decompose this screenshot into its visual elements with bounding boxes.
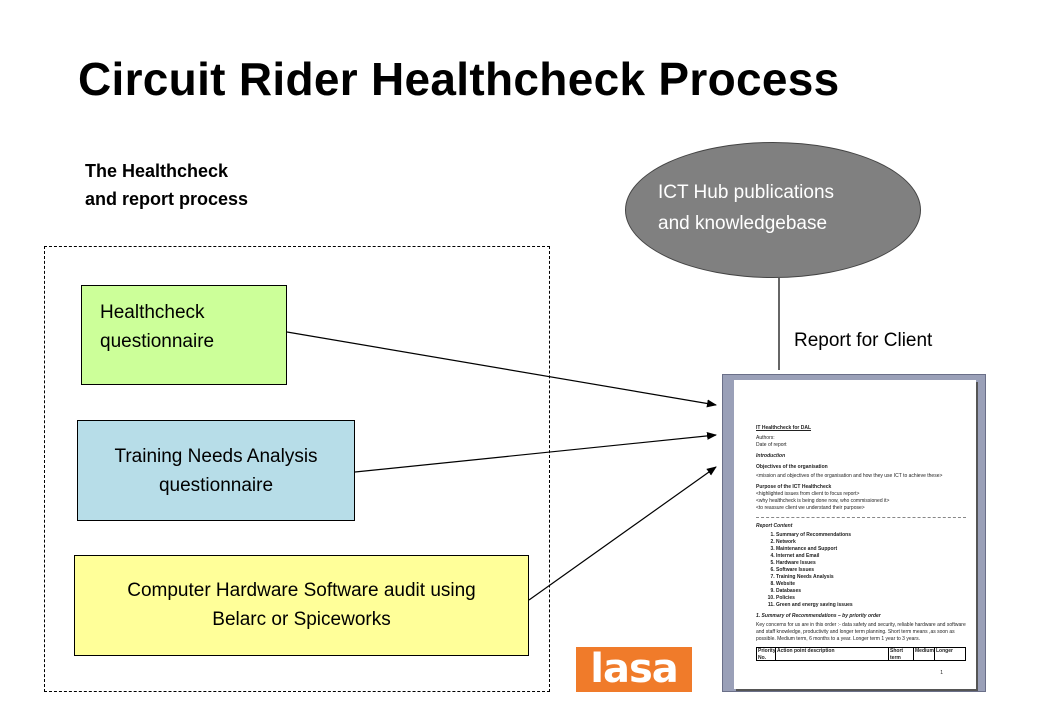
doc-summary-heading: 1. Summary of Recommendations – by prior… xyxy=(756,613,881,619)
arrow-tna-to-report xyxy=(354,431,717,473)
doc-content-item: Hardware Issues xyxy=(776,560,966,567)
doc-table-header: Short term xyxy=(889,648,914,661)
doc-purpose-3: <to reassure client we understand their … xyxy=(756,505,865,511)
doc-objectives-heading: Objectives of the organisation xyxy=(756,464,828,470)
doc-content-item: Website xyxy=(776,581,966,588)
doc-page-number: 1 xyxy=(940,670,943,676)
box-line-2: Belarc or Spiceworks xyxy=(212,609,391,630)
doc-content-item: Software Issues xyxy=(776,567,966,574)
doc-table-header: Priority No. xyxy=(758,648,776,661)
box-line-1: Healthcheck xyxy=(100,302,205,323)
doc-table-header: Medium xyxy=(914,648,935,660)
doc-table-header: Action point description xyxy=(776,648,889,660)
doc-summary-text: Key concerns for us are in this order :-… xyxy=(756,622,966,642)
training-needs-analysis-box: Training Needs Analysis questionnaire xyxy=(77,420,355,521)
hub-line-2: and knowledgebase xyxy=(658,213,828,234)
doc-meta-date: Date of report xyxy=(756,442,787,448)
doc-objectives-text: <mission and objectives of the organisat… xyxy=(756,473,943,479)
arrow-audit-to-report xyxy=(528,466,717,601)
doc-content-item: Internet and Email xyxy=(776,553,966,560)
doc-priority-table: Priority No. Action point description Sh… xyxy=(756,647,966,661)
doc-meta-authors: Authors: xyxy=(756,435,775,441)
doc-content-item: Databases xyxy=(776,588,966,595)
doc-purpose-heading: Purpose of the ICT Healthcheck xyxy=(756,484,832,490)
hardware-software-audit-box: Computer Hardware Software audit using B… xyxy=(74,555,529,656)
healthcheck-questionnaire-box: Healthcheck questionnaire xyxy=(81,285,287,385)
doc-content-item: Maintenance and Support xyxy=(776,546,966,553)
hub-line-1: ICT Hub publications xyxy=(658,182,835,203)
doc-divider xyxy=(756,517,966,518)
report-for-client-label: Report for Client xyxy=(794,330,933,351)
doc-content-item: Summary of Recommendations xyxy=(776,532,966,539)
doc-title: IT Healthcheck for DAL xyxy=(756,425,812,431)
arrow-healthcheck-to-report xyxy=(286,331,717,408)
doc-content-item: Network xyxy=(776,539,966,546)
report-document-thumbnail: IT Healthcheck for DAL Authors: Date of … xyxy=(722,374,986,692)
doc-content-item: Policies xyxy=(776,595,966,602)
doc-intro-heading: Introduction xyxy=(756,453,786,459)
healthcheck-group-boundary xyxy=(44,246,550,692)
doc-purpose-2: <why healthcheck is being done now, who … xyxy=(756,498,890,504)
box-line-1: Computer Hardware Software audit using xyxy=(127,580,476,601)
lasa-logo: lasa xyxy=(576,647,692,692)
subtitle-line-2: and report process xyxy=(85,189,249,209)
box-line-2: questionnaire xyxy=(158,475,274,496)
subtitle-line-1: The Healthcheck xyxy=(85,161,229,181)
box-line-2: questionnaire xyxy=(100,331,215,352)
box-line-1: Training Needs Analysis xyxy=(114,446,318,467)
doc-content-item: Green and energy saving issues xyxy=(776,602,966,609)
doc-content-list: Summary of Recommendations Network Maint… xyxy=(756,532,966,609)
doc-purpose-1: <highlighted issues from client to focus… xyxy=(756,491,860,497)
page-title: Circuit Rider Healthcheck Process xyxy=(78,53,840,105)
ict-hub-ellipse: ICT Hub publications and knowledgebase xyxy=(625,142,921,278)
doc-table-header: Longer xyxy=(936,648,953,654)
doc-content-item: Training Needs Analysis xyxy=(776,574,966,581)
diagram-subtitle: The Healthcheck and report process xyxy=(85,157,248,213)
report-page: IT Healthcheck for DAL Authors: Date of … xyxy=(734,380,976,689)
doc-content-heading: Report Content xyxy=(756,523,793,529)
